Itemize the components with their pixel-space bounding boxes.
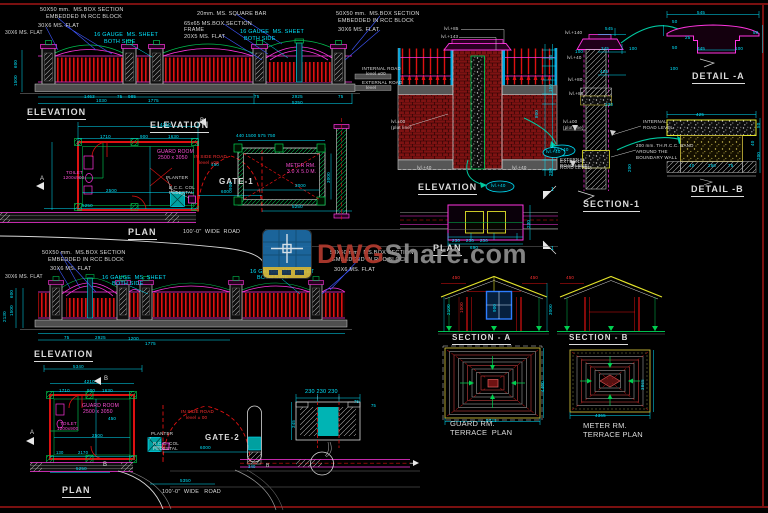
pillar-elevation-drawing (397, 29, 576, 193)
sheet-border-right (762, 3, 764, 508)
section-b-drawing (557, 275, 665, 335)
watermark: DWGShare.com (262, 229, 527, 279)
pillar-plan-drawing (400, 185, 558, 255)
gate2-plan-drawing (26, 365, 420, 511)
detail-b-drawing (666, 111, 761, 186)
meter-terrace-drawing (569, 349, 654, 419)
watermark-brand: DWGShare.com (317, 238, 528, 269)
section-a-drawing (438, 275, 549, 335)
top-elevation-drawing (20, 13, 392, 104)
watermark-brand-prefix: DWG (317, 238, 385, 269)
watermark-brand-suffix: Share.com (384, 238, 528, 269)
watermark-logo-icon (262, 229, 312, 279)
gate1-plan-drawing (0, 118, 558, 263)
pillar-plan-detail-drawing (291, 394, 361, 457)
sheet-border-top (0, 3, 768, 5)
bottom-elevation-drawing (15, 251, 361, 341)
detail-a-drawing (663, 11, 763, 68)
section-1-drawing (542, 25, 686, 202)
guard-terrace-drawing (442, 345, 544, 425)
sheet-border-bottom (0, 506, 768, 508)
